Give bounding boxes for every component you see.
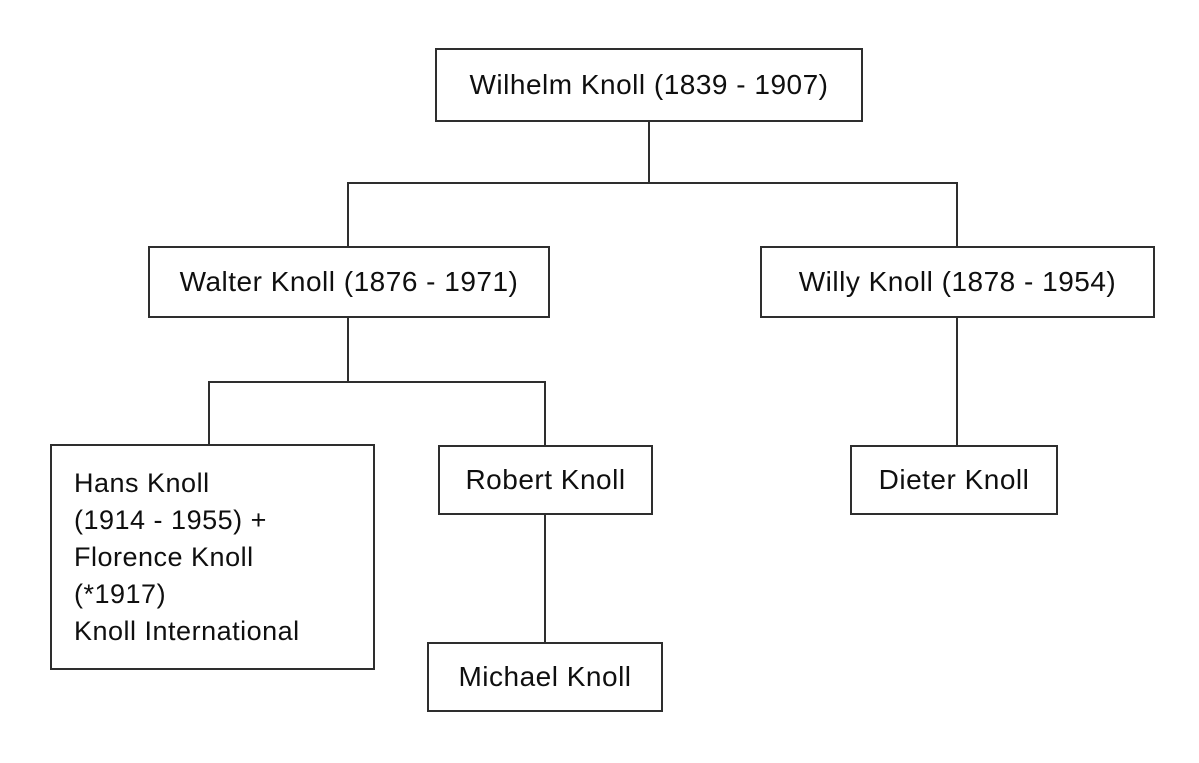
connector-willy-drop [956, 182, 958, 246]
node-label-line: (*1917) [74, 578, 167, 609]
node-label: Walter Knoll (1876 - 1971) [179, 266, 519, 297]
node-dieter-knoll: Dieter Knoll [850, 445, 1058, 515]
node-hans-florence-knoll: Hans Knoll (1914 - 1955) + Florence Knol… [50, 444, 375, 670]
connector-hans-drop [208, 381, 210, 444]
connector-generation2-bar [347, 182, 958, 184]
connector-robert-drop [544, 381, 546, 445]
node-label: Robert Knoll [465, 464, 626, 495]
node-label-line: Hans Knoll [74, 467, 210, 498]
node-label-line: Florence Knoll [74, 541, 254, 572]
node-wilhelm-knoll: Wilhelm Knoll (1839 - 1907) [435, 48, 863, 122]
connector-wilhelm-stem [648, 122, 650, 183]
node-label: Michael Knoll [458, 661, 632, 692]
connector-robert-michael [544, 515, 546, 642]
node-label: Dieter Knoll [878, 464, 1030, 495]
connector-walter-drop [347, 182, 349, 246]
node-walter-knoll: Walter Knoll (1876 - 1971) [148, 246, 550, 318]
node-label-line: (1914 - 1955) + [74, 504, 267, 535]
node-willy-knoll: Willy Knoll (1878 - 1954) [760, 246, 1155, 318]
connector-walter-stem [347, 318, 349, 382]
node-label: Wilhelm Knoll (1839 - 1907) [469, 69, 829, 100]
node-michael-knoll: Michael Knoll [427, 642, 663, 712]
node-label: Willy Knoll (1878 - 1954) [798, 266, 1117, 297]
node-robert-knoll: Robert Knoll [438, 445, 653, 515]
connector-generation3-bar [208, 381, 546, 383]
connector-willy-dieter [956, 318, 958, 445]
node-label-line: Knoll International [74, 615, 300, 646]
